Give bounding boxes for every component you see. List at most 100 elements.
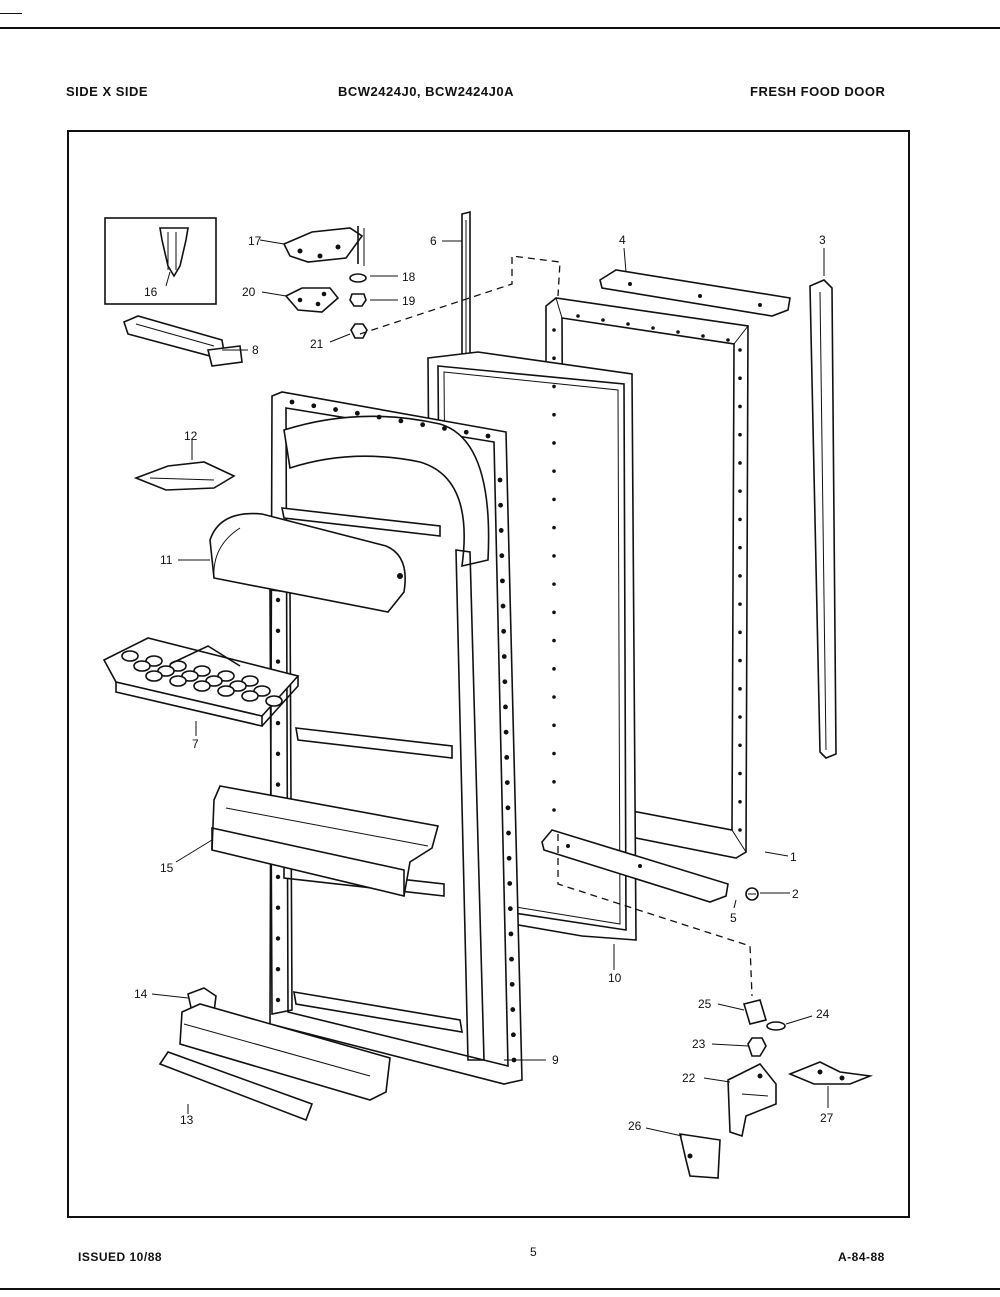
panel-right-hole [738, 743, 742, 748]
part-11-dairy-cover [209, 512, 406, 613]
callout-21: 21 [310, 337, 324, 351]
part-22-bottom-hinge [727, 1062, 777, 1138]
part-3-trim-channel [809, 279, 837, 759]
panel-right-hole [738, 404, 742, 409]
panel-left-hole [552, 469, 556, 473]
liner-top-hole [376, 414, 382, 420]
bottom-rule [0, 1288, 1000, 1290]
egg-well [193, 680, 211, 692]
callout-7: 7 [192, 737, 199, 751]
callout-12: 12 [184, 429, 198, 443]
assembly-dash-lines [359, 255, 753, 997]
callout-6: 6 [430, 234, 437, 248]
header-right: FRESH FOOD DOOR [750, 84, 886, 99]
egg-well [265, 695, 283, 707]
top-rule-short [0, 13, 22, 14]
liner-top-hole [463, 429, 469, 435]
liner-edge-hole [505, 805, 511, 811]
liner-edge-hole [510, 1007, 516, 1012]
callout-13: 13 [180, 1113, 194, 1127]
panel-left-hole [552, 582, 556, 586]
panel-right-hole [738, 630, 742, 635]
panel-top-hole [626, 322, 630, 326]
panel-left-hole [552, 808, 556, 812]
callout-24: 24 [816, 1007, 830, 1021]
liner-top-hole [289, 399, 295, 405]
callout-23: 23 [692, 1037, 706, 1051]
lower-door-bin [179, 1003, 391, 1101]
liner-edge-hole [506, 855, 512, 861]
part-7-egg-tray [102, 637, 300, 728]
liner-left-hole [275, 936, 281, 941]
liner-edge-hole [504, 754, 510, 760]
panel-right-hole [738, 602, 742, 606]
callout-26: 26 [628, 1119, 642, 1133]
liner-left-hole [275, 782, 281, 787]
liner-edge-hole [506, 830, 511, 836]
liner-left-hole [275, 874, 281, 880]
panel-left-hole [552, 751, 556, 756]
callout-11: 11 [160, 553, 173, 567]
egg-well [217, 685, 235, 697]
liner-left-hole [275, 628, 281, 633]
liner-edge-hole [509, 981, 515, 987]
liner-edge-hole [502, 679, 508, 685]
panel-top-hole [576, 314, 580, 318]
liner-top-hole [485, 433, 491, 439]
callout-27: 27 [820, 1111, 834, 1125]
part-15-door-bin [211, 785, 440, 897]
panel-right-hole [738, 828, 742, 832]
liner-left-hole [275, 997, 281, 1003]
screw-holes [275, 314, 742, 1063]
leader-lines [151, 239, 829, 1137]
panel-top-hole [701, 334, 705, 338]
panel-top-hole [676, 330, 680, 334]
callout-25: 25 [698, 997, 712, 1011]
callout-1: 1 [790, 850, 797, 864]
liner-edge-hole [510, 1032, 516, 1038]
panel-left-hole [552, 610, 556, 615]
liner-edge-hole [498, 502, 504, 508]
footer-right: A-84-88 [838, 1250, 885, 1264]
panel-right-hole [738, 432, 742, 437]
liner-edge-hole [500, 578, 505, 584]
panel-left-hole [552, 723, 556, 728]
liner-edge-hole [507, 906, 513, 912]
liner-left-hole [275, 905, 281, 910]
part-4-top-rail [599, 269, 791, 317]
panel-right-hole [738, 348, 742, 352]
panel-left-hole [552, 554, 556, 558]
panel-left-hole [552, 441, 556, 445]
liner-edge-hole [509, 956, 514, 962]
panel-top-hole [726, 338, 730, 342]
liner-edge-hole [508, 931, 514, 937]
part-2-cap [745, 887, 759, 901]
panel-right-hole [738, 461, 742, 465]
liner-edge-hole [498, 528, 504, 533]
liner-left-hole [275, 967, 281, 972]
callout-14: 14 [134, 987, 148, 1001]
egg-well [133, 660, 151, 672]
header-center: BCW2424J0, BCW2424J0A [338, 84, 514, 99]
liner-top-hole [442, 426, 447, 431]
panel-right-hole [738, 799, 742, 804]
panel-left-hole [552, 779, 556, 784]
callout-22: 22 [682, 1071, 696, 1085]
liner-top-hole [354, 410, 360, 416]
liner-edge-hole [500, 603, 506, 609]
header-left: SIDE X SIDE [66, 84, 149, 99]
panel-right-hole [738, 687, 742, 691]
callout-5a: 5 [730, 911, 737, 925]
diagram-frame [67, 130, 910, 1218]
panel-left-hole [552, 525, 556, 530]
panel-left-hole [552, 328, 556, 332]
callout-10: 10 [608, 971, 622, 985]
top-rule [0, 27, 1000, 29]
liner-edge-hole [503, 704, 508, 710]
liner-edge-hole [497, 477, 503, 483]
panel-left-hole [552, 667, 556, 671]
part-9-door-liner [269, 391, 523, 1085]
panel-right-hole [738, 715, 742, 719]
callout-5b: 5 [530, 1245, 537, 1259]
part-12-small-shelf [133, 461, 236, 491]
